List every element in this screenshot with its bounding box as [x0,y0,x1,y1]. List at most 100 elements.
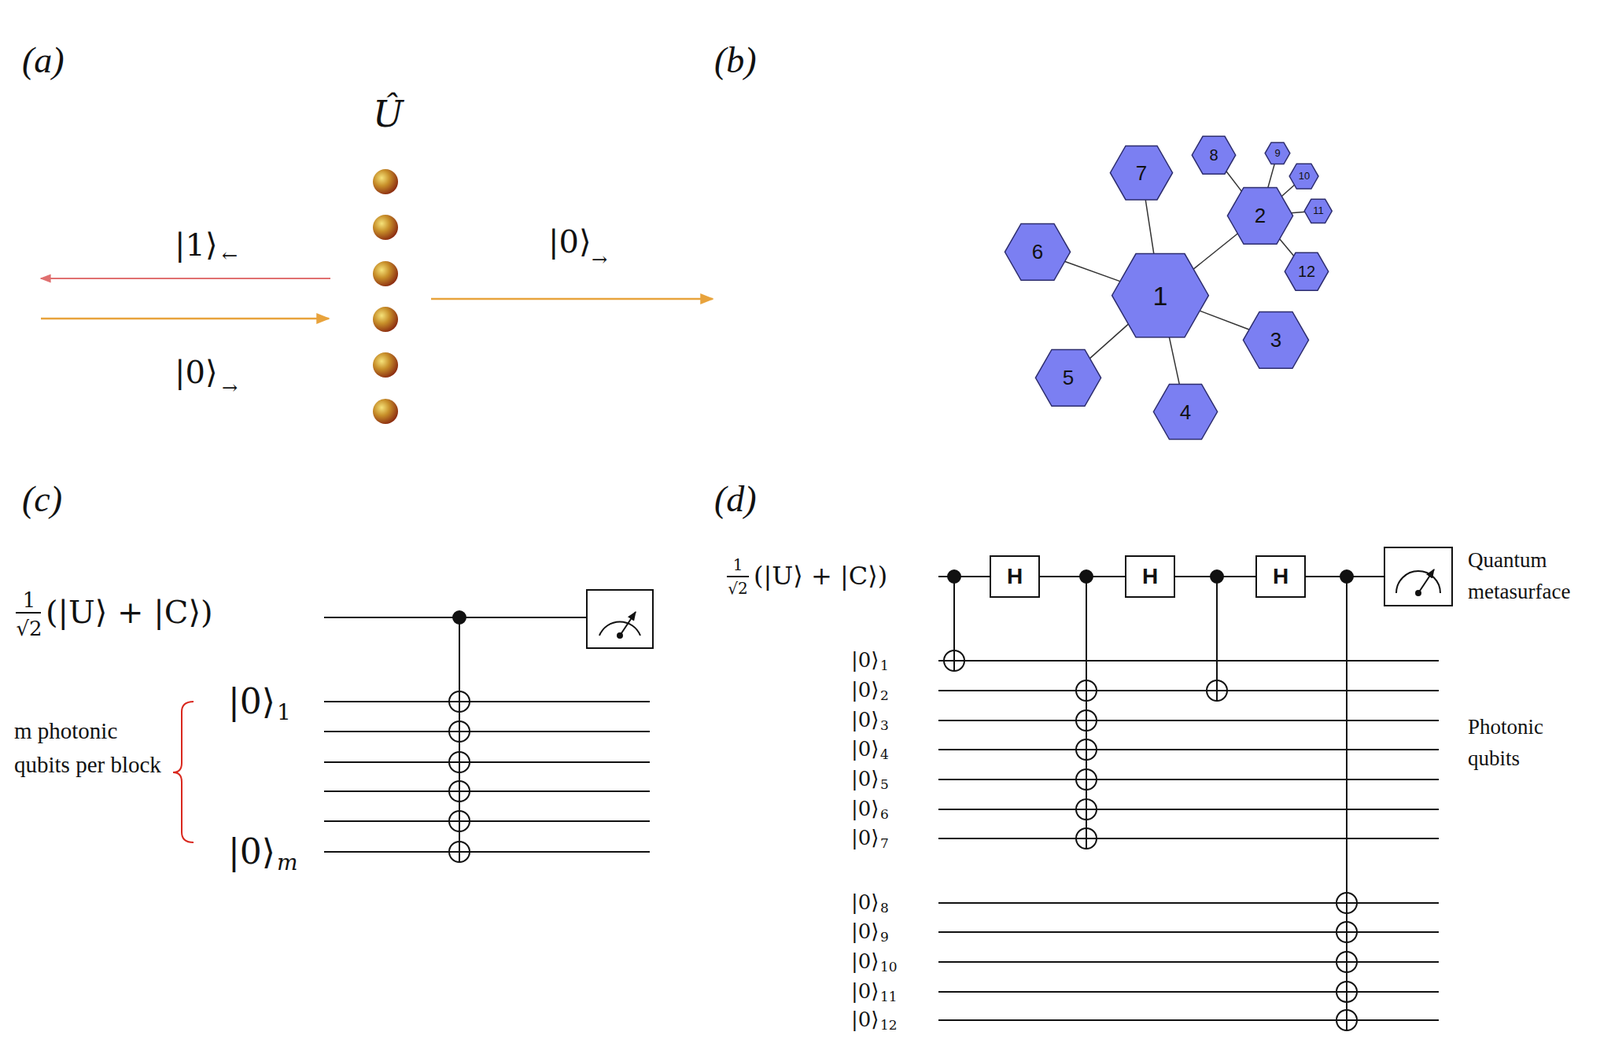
operator-symbol: Û [372,95,404,133]
math-label: √2 [14,618,45,639]
graph-node: 12 [1284,252,1329,291]
math-label: 7 [880,836,889,851]
node-number: 8 [1209,147,1218,163]
graph-edge [1089,324,1129,359]
graph-edge [1225,169,1243,193]
node-number: 10 [1298,170,1310,181]
graph-node: 1 [1111,253,1210,338]
graph-edge [1199,310,1250,330]
hadamard-gate: H [989,555,1040,598]
graph-edge [1168,336,1180,385]
math-label: |0⟩ [228,684,276,719]
math-label: |0⟩ [851,892,879,913]
math-label: (|U⟩ + |C⟩) [753,563,888,589]
hexagon-outline [1227,187,1293,244]
math-label: |0⟩ [174,356,218,388]
math-label: m [276,851,299,874]
math-label: 2 [880,689,889,703]
math-label: |0⟩ [851,738,879,760]
annotation: m photonic qubits per block [14,714,164,782]
math-label: |0⟩ [851,827,879,848]
node-number: 11 [1312,205,1324,216]
node-number: 5 [1062,367,1074,388]
math-label: |0⟩ [548,225,592,258]
graph-edge [1193,233,1239,270]
math-label: 11 [880,990,898,1004]
math-label: 10 [880,960,898,974]
hexagon-outline [1112,254,1210,338]
hexagon-outline [1284,252,1328,291]
graph-node: 11 [1304,199,1332,224]
math-label: |0⟩ [228,834,276,870]
node-number: 4 [1179,401,1191,423]
math-label: |0⟩ [851,768,879,789]
math-label: |0⟩ [851,798,879,819]
math-label: 12 [880,1018,898,1033]
hexagon-outline [1242,311,1309,369]
gate-label: H [1142,565,1158,588]
math-label: 4 [880,748,889,762]
circuit-d [726,547,1453,1031]
math-label: |0⟩ [851,980,879,1002]
math-label: → [591,250,608,270]
hexagon-outline [1264,142,1291,164]
math-label: (|U⟩ + |C⟩) [45,596,214,628]
node-number: 1 [1153,282,1169,310]
atom-array [372,169,399,424]
hexagon-outline [1290,163,1320,189]
node-number: 6 [1032,241,1044,262]
graph-edge [1145,199,1154,255]
annotation: Quantum metasurface [1467,545,1596,609]
math-label: → [221,378,238,398]
hexagon-outline [1035,349,1101,406]
math-label: √2 [725,580,751,597]
math-label: 3 [880,718,889,733]
math-label: 1 [880,659,889,673]
graph-edge [1064,261,1121,282]
graph-node: 7 [1109,145,1173,200]
hadamard-gate: H [1124,555,1176,598]
math-label: |0⟩ [851,679,879,701]
graph-edge [1268,163,1276,189]
graph-node: 8 [1191,136,1236,174]
math-label: |1⟩ [174,228,218,261]
graph-node: 3 [1242,311,1309,369]
math-label: 5 [880,777,889,792]
panel-label: (d) [714,481,757,518]
math-label: 1 [726,556,749,573]
graph-edge [1281,184,1295,197]
math-label: 1 [276,701,292,724]
hexagon-outline [1153,384,1217,440]
math-label: 1 [15,589,43,611]
hexagon-outline [1191,136,1236,174]
graph-node: 6 [1004,223,1071,281]
math-label: 6 [880,807,889,822]
math-label: |0⟩ [851,1009,879,1030]
node-number: 12 [1297,263,1316,280]
panel-label: (a) [22,42,65,79]
graph-node: 4 [1153,383,1218,440]
hexagon-outline [1109,146,1173,200]
gate-label: H [1272,565,1289,588]
hexagon-outline [1304,199,1332,223]
panel-label: (b) [714,42,757,79]
math-label: |0⟩ [851,951,879,972]
math-label: |0⟩ [851,921,879,942]
graph-node: 9 [1264,142,1291,165]
gate-label: H [1006,565,1023,588]
math-label: ← [221,246,238,266]
math-label: |0⟩ [851,709,879,730]
node-number: 3 [1270,329,1282,351]
graph-node: 5 [1035,349,1102,407]
panel-label: (c) [22,481,63,518]
hexagon-outline [1004,223,1070,281]
node-number: 2 [1254,205,1266,226]
math-label: 8 [880,901,889,915]
math-label: |0⟩ [851,649,879,671]
annotation: Photonic qubits [1467,711,1586,775]
graph-node: 10 [1289,163,1319,189]
node-number: 7 [1135,162,1147,184]
graph-node: 2 [1227,187,1294,245]
